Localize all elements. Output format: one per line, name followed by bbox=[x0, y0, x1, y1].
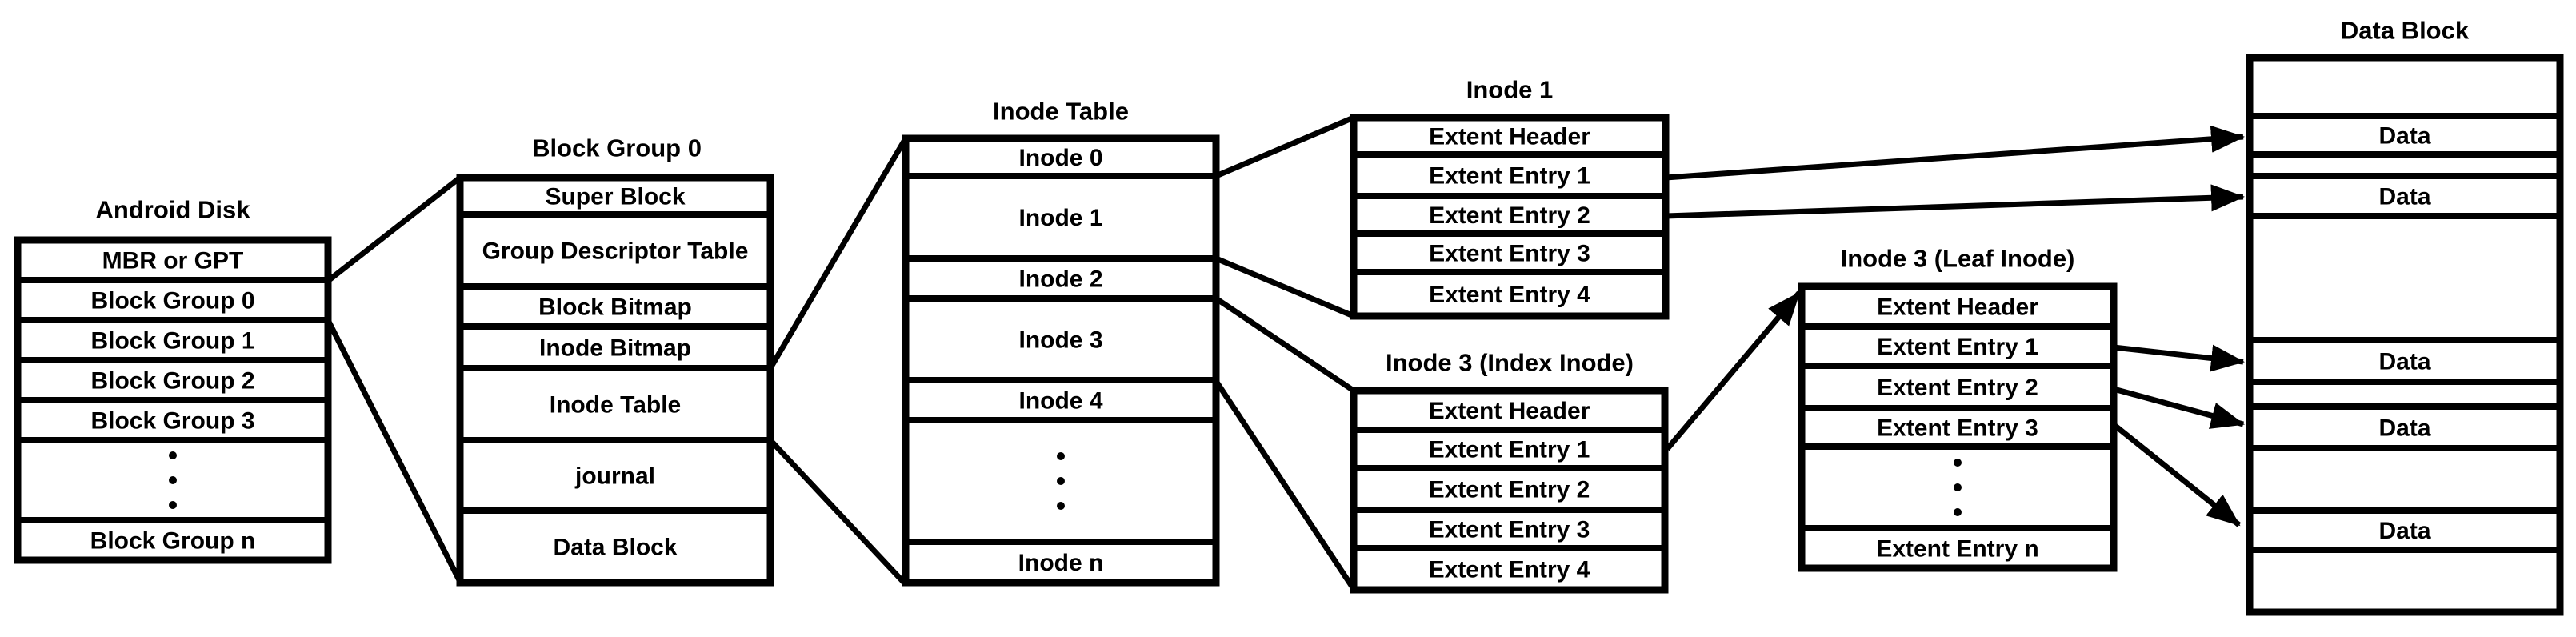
inodetable-inode3-fan-bottom bbox=[1214, 379, 1356, 591]
table-title-block-group-0: Block Group 0 bbox=[532, 134, 702, 162]
inode1-entry2-to-data2-arrow bbox=[1665, 184, 2245, 219]
row-label: Extent Entry n bbox=[1876, 536, 2038, 563]
table-title-inode-1: Inode 1 bbox=[1466, 76, 1554, 104]
android-disk-blockgroup0-fan-top bbox=[326, 175, 462, 283]
table-title-inode-3-leaf: Inode 3 (Leaf Inode) bbox=[1841, 245, 2075, 273]
row-label: Data bbox=[2378, 415, 2430, 442]
row-data bbox=[2246, 173, 2563, 219]
row-label: Extent Entry 4 bbox=[1429, 557, 1590, 583]
row-label: Inode n bbox=[1018, 550, 1104, 576]
row-empty bbox=[2246, 379, 2563, 410]
blockgroup0-inodetable-fan-top bbox=[767, 137, 909, 370]
row-label: Group Descriptor Table bbox=[482, 238, 749, 265]
inodetable-inode1-fan-bottom bbox=[1214, 255, 1355, 319]
table-title-inode-table: Inode Table bbox=[993, 98, 1129, 126]
row-label: Inode 4 bbox=[1018, 388, 1102, 415]
row-data bbox=[2246, 113, 2563, 158]
row-label: Extent Entry 1 bbox=[1429, 437, 1590, 463]
android-disk-blockgroup0-fan-bottom bbox=[325, 318, 463, 583]
ellipsis-dot bbox=[1954, 459, 1962, 467]
row-label: Extent Entry 2 bbox=[1429, 202, 1590, 229]
ellipsis-dot bbox=[1954, 508, 1962, 516]
row-label: Block Group n bbox=[90, 528, 256, 555]
row-label: Extent Entry 1 bbox=[1877, 334, 2038, 360]
inodetable-inode1-fan-top bbox=[1214, 114, 1355, 179]
inode1-entry1-to-data1-arrow bbox=[1665, 125, 2245, 181]
inodetable-inode3-fan-top bbox=[1214, 296, 1355, 393]
table-outline bbox=[2246, 54, 2564, 616]
row-label: Data bbox=[2378, 518, 2430, 544]
leaf-entry2-to-data4-arrow bbox=[2113, 386, 2245, 429]
row-label: Extent Entry 3 bbox=[1429, 517, 1590, 543]
table-inode-table: Inode 0 Inode 1 Inode 2 Inode 3 Inode 4 Inode… bbox=[902, 98, 1220, 587]
table-title-data-block: Data Block bbox=[2341, 17, 2470, 45]
row-label: Extent Entry 3 bbox=[1429, 241, 1590, 267]
row-label: Inode Bitmap bbox=[539, 335, 691, 362]
ellipsis-dot bbox=[169, 501, 177, 509]
row-label: Data Block bbox=[553, 535, 677, 561]
table-outline bbox=[14, 236, 332, 564]
row-label: MBR or GPT bbox=[102, 248, 244, 274]
row-label: Block Group 0 bbox=[90, 288, 254, 314]
row-label: Data bbox=[2378, 349, 2430, 375]
row-label: Extent Header bbox=[1877, 294, 2038, 321]
table-title-inode-3-index: Inode 3 (Index Inode) bbox=[1386, 349, 1634, 377]
row-label: Data bbox=[2378, 123, 2430, 150]
row-inode-bitmap bbox=[457, 323, 774, 371]
row-empty bbox=[2246, 151, 2563, 179]
table-android-disk: MBR or GPT Block Group 0 Block Group 1 Bloc… bbox=[14, 196, 332, 564]
row-empty bbox=[2246, 54, 2563, 119]
row-label: Block Group 3 bbox=[90, 408, 254, 435]
row-label: Data bbox=[2378, 184, 2430, 210]
table-title-android-disk: Android Disk bbox=[96, 196, 251, 224]
row-label: Extent Header bbox=[1429, 398, 1590, 424]
ellipsis-dot bbox=[1954, 483, 1962, 491]
row-empty bbox=[2246, 445, 2563, 514]
blockgroup0-inodetable-fan-bottom bbox=[768, 438, 906, 585]
table-outline bbox=[456, 174, 774, 587]
row-label: journal bbox=[574, 463, 655, 490]
ellipsis-dot bbox=[1057, 452, 1065, 460]
ellipsis-dot bbox=[1057, 477, 1065, 485]
row-label: Extent Entry 1 bbox=[1429, 163, 1590, 190]
ellipsis-dot bbox=[1057, 502, 1065, 510]
row-label: Extent Entry 2 bbox=[1429, 477, 1590, 503]
ellipsis-dot bbox=[169, 476, 177, 484]
row-label: Inode 1 bbox=[1018, 205, 1102, 231]
row-label: Block Bitmap bbox=[538, 294, 692, 321]
row-empty bbox=[2246, 213, 2563, 343]
row-label: Inode 2 bbox=[1018, 266, 1102, 293]
table-outline bbox=[1798, 282, 2118, 572]
row-label: Inode Table bbox=[550, 392, 681, 419]
table-outline bbox=[1350, 114, 1670, 320]
row-inode-3 bbox=[902, 295, 1219, 383]
ellipsis-dot bbox=[169, 451, 177, 459]
row-label: Block Group 1 bbox=[90, 328, 254, 355]
row-label: Extent Entry 2 bbox=[1877, 375, 2038, 401]
row-label: Extent Header bbox=[1429, 124, 1590, 150]
table-outline bbox=[902, 134, 1220, 587]
leaf-entry3-to-data5-arrow bbox=[2113, 423, 2242, 527]
row-inode-2 bbox=[902, 255, 1219, 302]
row-label: Inode 3 bbox=[1018, 327, 1102, 354]
row-label: Inode 0 bbox=[1018, 145, 1102, 171]
row-empty bbox=[2246, 547, 2563, 615]
leaf-entry1-to-data3-arrow bbox=[2113, 344, 2245, 372]
row-label: Extent Entry 4 bbox=[1429, 282, 1590, 308]
row-label: Super Block bbox=[545, 184, 685, 210]
row-extent-entry-2 bbox=[1350, 193, 1669, 237]
row-label: Extent Entry 3 bbox=[1877, 415, 2038, 442]
row-label: Block Group 2 bbox=[90, 368, 254, 395]
table-outline bbox=[1350, 387, 1669, 594]
index-entry1-to-leaf-inode-arrow bbox=[1665, 290, 1802, 451]
